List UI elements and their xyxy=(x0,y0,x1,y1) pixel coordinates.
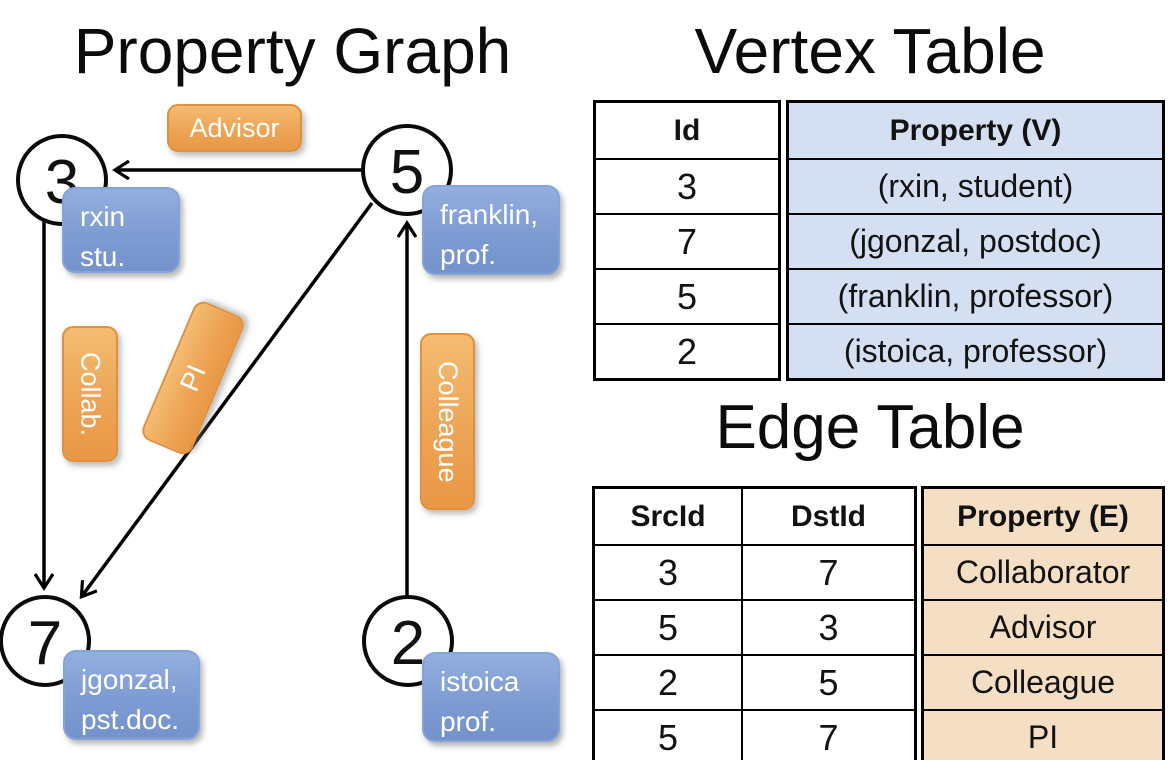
table-cell: 7 xyxy=(741,711,914,760)
node-circle-2: 2 xyxy=(362,595,454,687)
table-row: 5 3 xyxy=(595,599,914,654)
edge-table-id-columns: SrcId DstId 3 7 5 3 2 5 xyxy=(592,486,917,760)
table-cell: 2 xyxy=(596,323,778,378)
table-cell: 3 xyxy=(596,158,778,213)
table-cell: (rxin, student) xyxy=(789,158,1162,213)
vertex-table: Id 3 7 5 2 Property (V) (rxin, student) … xyxy=(593,100,1165,381)
vertex-property-line: istoica xyxy=(440,666,520,697)
table-cell: 5 xyxy=(657,716,679,758)
node-id-5: 5 xyxy=(389,137,425,207)
table-cell: Collaborator xyxy=(924,544,1162,599)
vertex-table-title: Vertex Table xyxy=(694,15,1046,87)
edge-label-collab: Collab. xyxy=(62,326,118,462)
edge-label-advisor: Advisor xyxy=(167,104,302,152)
vertex-table-header-id: Id xyxy=(673,113,701,147)
edge-table-header-property: Property (E) xyxy=(957,499,1129,533)
table-cell: 5 xyxy=(657,606,679,648)
vertex-property-box-3: rxin stu. xyxy=(62,187,180,273)
edge-table-header-srcid: SrcId xyxy=(630,499,706,533)
vertex-property-line: jgonzal, xyxy=(81,664,178,695)
edge-table-header-row: SrcId DstId xyxy=(595,489,914,544)
table-cell: 3 xyxy=(657,551,679,593)
node-id-2: 2 xyxy=(390,608,426,678)
table-cell: Advisor xyxy=(924,599,1162,654)
vertex-property-line: rxin xyxy=(80,201,126,232)
edge-5-to-7 xyxy=(82,201,374,596)
property-graph-title: Property Graph xyxy=(73,15,512,87)
table-cell: (jgonzal, postdoc) xyxy=(789,213,1162,268)
table-row: 5 7 xyxy=(595,709,914,760)
table-cell: PI xyxy=(924,709,1162,760)
table-cell: (istoica, professor) xyxy=(789,323,1162,378)
vertex-table-id-column: Id 3 7 5 2 xyxy=(593,100,781,381)
edge-label-colleague: Colleague xyxy=(420,333,475,510)
table-cell: 7 xyxy=(741,546,914,599)
vertex-property-line: prof. xyxy=(440,239,497,270)
table-cell: 3 xyxy=(741,601,914,654)
node-id-7: 7 xyxy=(27,608,63,678)
vertex-table-property-column: Property (V) (rxin, student) (jgonzal, p… xyxy=(786,100,1165,381)
edge-table-title: Edge Table xyxy=(715,393,1025,462)
table-row: 3 7 xyxy=(595,544,914,599)
vertex-property-line: franklin, xyxy=(440,199,539,230)
vertex-property-box-2: istoica prof. xyxy=(422,652,560,742)
graph-edges xyxy=(0,0,585,600)
edge-table: SrcId DstId 3 7 5 3 2 5 xyxy=(592,486,1165,760)
vertex-table-header-property: Property (V) xyxy=(889,113,1062,147)
node-circle-5: 5 xyxy=(361,124,453,216)
table-cell: (franklin, professor) xyxy=(789,268,1162,323)
table-cell: Colleague xyxy=(924,654,1162,709)
table-cell: 2 xyxy=(657,661,679,703)
edge-table-property-column: Property (E) Collaborator Advisor Collea… xyxy=(921,486,1165,760)
table-cell: 5 xyxy=(596,268,778,323)
vertex-property-line: prof. xyxy=(440,706,497,737)
table-cell: 7 xyxy=(596,213,778,268)
vertex-property-line: stu. xyxy=(80,241,126,272)
table-cell: 5 xyxy=(741,656,914,709)
vertex-property-line: pst.doc. xyxy=(81,704,180,735)
vertex-property-box-5: franklin, prof. xyxy=(422,185,560,275)
table-row: 2 5 xyxy=(595,654,914,709)
edge-table-header-dstid: DstId xyxy=(741,489,914,544)
vertex-property-box-7: jgonzal, pst.doc. xyxy=(63,650,200,740)
